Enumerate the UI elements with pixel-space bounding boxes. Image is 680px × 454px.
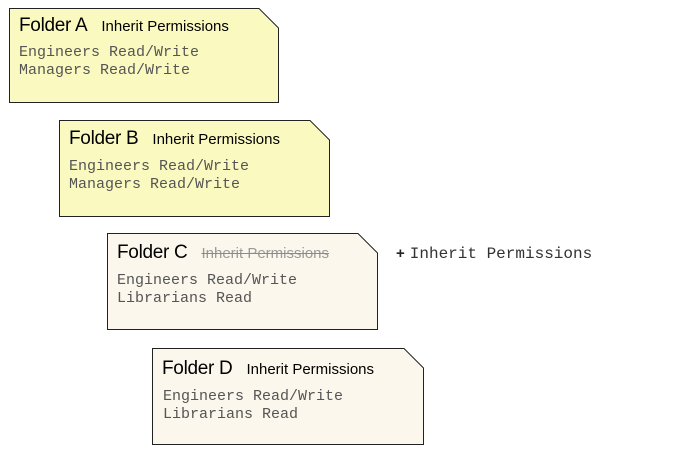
folder-c-title-row: Folder C Inherit Permissions <box>117 242 329 264</box>
plus-icon: + <box>396 245 405 262</box>
folder-c-permissions: Engineers Read/Write Librarians Read <box>117 272 297 308</box>
folder-a-permissions: Engineers Read/Write Managers Read/Write <box>19 44 199 80</box>
folder-a-title-row: Folder A Inherit Permissions <box>19 15 229 37</box>
folder-card-c: Folder C Inherit Permissions Engineers Re… <box>107 233 378 330</box>
folder-a-name: Folder A <box>19 15 88 36</box>
inherit-permissions-note: +Inherit Permissions <box>396 245 592 263</box>
folder-d-permission-2: Librarians Read <box>163 406 299 423</box>
folder-c-permission-2: Librarians Read <box>117 290 253 307</box>
folder-d-card-shape <box>152 348 424 445</box>
folder-c-inherit-label-struck: Inherit Permissions <box>201 245 330 262</box>
folder-a-permission-1: Engineers Read/Write <box>19 44 200 61</box>
folder-a-inherit-label: Inherit Permissions <box>101 18 229 35</box>
folder-b-name: Folder B <box>69 128 139 149</box>
folder-card-a: Folder A Inherit Permissions Engineers Re… <box>9 8 279 103</box>
folder-c-card-shape <box>107 233 378 330</box>
folder-b-permission-1: Engineers Read/Write <box>69 158 250 175</box>
folder-d-title-row: Folder D Inherit Permissions <box>162 358 374 380</box>
folder-card-d: Folder D Inherit Permissions Engineers Re… <box>152 348 424 445</box>
folder-d-permission-1: Engineers Read/Write <box>163 388 344 405</box>
inherit-permissions-note-text: Inherit Permissions <box>409 245 593 263</box>
folder-b-permissions: Engineers Read/Write Managers Read/Write <box>69 158 249 194</box>
folder-d-name: Folder D <box>162 358 233 379</box>
folder-b-permission-2: Managers Read/Write <box>69 176 241 193</box>
folder-b-card-shape <box>59 120 330 217</box>
folder-b-title-row: Folder B Inherit Permissions <box>69 128 280 150</box>
folder-a-card-shape <box>9 8 279 103</box>
folder-d-inherit-label: Inherit Permissions <box>246 361 375 378</box>
folder-d-permissions: Engineers Read/Write Librarians Read <box>163 388 343 424</box>
folder-card-b: Folder B Inherit Permissions Engineers Re… <box>59 120 330 217</box>
folder-c-name: Folder C <box>117 242 188 263</box>
folder-b-inherit-label: Inherit Permissions <box>152 131 280 148</box>
folder-c-permission-1: Engineers Read/Write <box>117 272 298 289</box>
folder-a-permission-2: Managers Read/Write <box>19 62 191 79</box>
